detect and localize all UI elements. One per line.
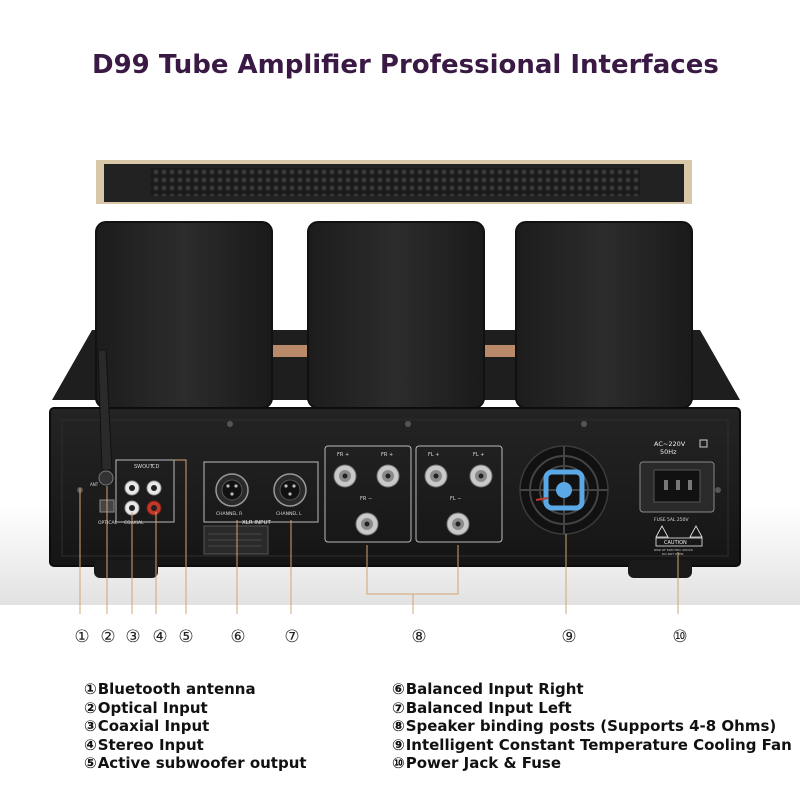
legend-item: ⑤Active subwoofer output (84, 754, 307, 773)
label-fr-plus-2: FR + (381, 452, 393, 458)
marker-4: ④ (152, 627, 168, 647)
caution-plate: CAUTION RISK OF ELECTRIC SHOCK DO NOT OP… (654, 525, 703, 556)
legend-number: ⑦ (392, 698, 405, 717)
vent-grille (150, 168, 640, 196)
legend-item: ⑧Speaker binding posts (Supports 4-8 Ohm… (392, 717, 792, 736)
label-ant: ANT (90, 482, 99, 487)
legend-number: ⑤ (84, 754, 97, 772)
label-caution-note-2: DO NOT OPEN (662, 552, 683, 556)
legend-number: ③ (84, 717, 97, 735)
legend-text: Speaker binding posts (Supports 4-8 Ohms… (405, 717, 777, 735)
legend-number: ⑩ (392, 754, 405, 772)
page-title: D99 Tube Amplifier Professional Interfac… (92, 50, 719, 80)
transformer-right (515, 221, 693, 409)
marker-10: ⑩ (672, 627, 688, 647)
marker-8: ⑧ (411, 627, 427, 647)
marker-5: ⑤ (178, 627, 194, 647)
label-channel-l: CHANNEL L (276, 511, 302, 517)
legend-text: Stereo Input (97, 735, 204, 754)
label-fl-plus-2: FL + (473, 452, 484, 458)
legend-item: ⑨Intelligent Constant Temperature Coolin… (392, 736, 792, 755)
speaker-box-left (415, 445, 503, 543)
xlr-box (203, 461, 319, 523)
label-xlr-input: XLR INPUT (242, 520, 271, 526)
xlr-right-connector (215, 473, 249, 507)
legend-left: ①Bluetooth antenna ②Optical Input ③Coaxi… (84, 680, 307, 773)
marker-7: ⑦ (284, 627, 300, 647)
marker-2: ② (100, 627, 116, 647)
label-fl-plus-1: FL + (428, 452, 439, 458)
marker-9: ⑨ (561, 627, 577, 647)
foot-left (94, 560, 158, 578)
label-optical: OPTICAL (98, 520, 118, 526)
legend-item: ⑩Power Jack & Fuse (392, 754, 792, 773)
label-fr-minus: FR − (360, 496, 372, 502)
legend-text: Intelligent Constant Temperature Cooling… (405, 735, 792, 754)
label-coaxial: COAXIAL (124, 520, 144, 526)
foot-right (628, 560, 692, 578)
binding-posts (333, 464, 493, 536)
legend-text: Power Jack & Fuse (405, 754, 562, 772)
legend-text: Balanced Input Right (405, 680, 584, 698)
legend-item: ④Stereo Input (84, 736, 307, 755)
power-inlet (639, 461, 715, 513)
marker-6: ⑥ (230, 627, 246, 647)
input-box (115, 459, 175, 523)
legend-item: ②Optical Input (84, 699, 307, 718)
label-ac-voltage: AC~220V (654, 440, 686, 448)
legend-text: Balanced Input Left (405, 698, 572, 717)
callout-lines (79, 459, 679, 614)
cooling-fan (519, 445, 609, 535)
xlr-left-connector (273, 473, 307, 507)
transformer-center (307, 221, 485, 409)
legend-item: ③Coaxial Input (84, 717, 307, 736)
legend-item: ⑥Balanced Input Right (392, 680, 792, 699)
legend-item: ①Bluetooth antenna (84, 680, 307, 699)
legend-text: Coaxial Input (97, 717, 210, 735)
transformer-left (95, 221, 273, 409)
legend-right: ⑥Balanced Input Right ⑦Balanced Input Le… (392, 680, 792, 773)
legend-number: ① (84, 680, 97, 698)
label-fr-plus-1: FR + (337, 452, 349, 458)
legend-number: ④ (84, 735, 97, 754)
label-caution: CAUTION (664, 540, 687, 546)
legend-item: ⑦Balanced Input Left (392, 699, 792, 718)
legend-number: ⑨ (392, 735, 405, 754)
label-fl-minus: FL − (450, 496, 461, 502)
marker-3: ③ (125, 627, 141, 647)
label-channel-r: CHANNEL R (216, 511, 242, 517)
marker-1: ① (74, 627, 90, 647)
bluetooth-antenna (97, 349, 114, 486)
legend-text: Bluetooth antenna (97, 680, 256, 698)
legend-text: Optical Input (97, 698, 208, 717)
label-fuse: FUSE 5AL 250V (654, 517, 689, 523)
speaker-box-right (324, 445, 412, 543)
legend-number: ② (84, 698, 97, 717)
legend-text: Active subwoofer output (97, 754, 307, 772)
legend-number: ⑧ (392, 717, 405, 735)
label-caution-note-1: RISK OF ELECTRIC SHOCK (654, 548, 694, 552)
label-cd: CD (152, 464, 159, 470)
label-ac-freq: 50Hz (660, 448, 677, 456)
legend-number: ⑥ (392, 680, 405, 698)
label-swout: SWOUT (134, 464, 154, 470)
